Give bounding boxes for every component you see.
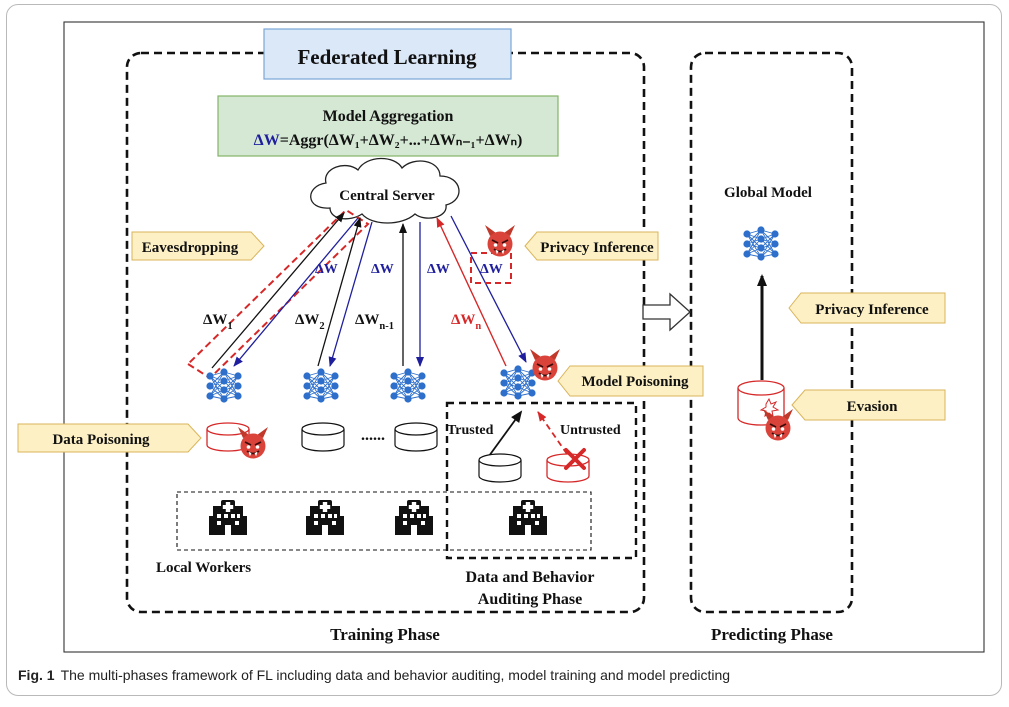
global-model-label: Global Model <box>724 185 812 201</box>
download-arrow-1 <box>233 217 359 367</box>
fl-title: Federated Learning <box>297 45 477 69</box>
dwn-label: ΔWn <box>451 312 481 332</box>
formula-rhs: =Aggr(ΔW₁+ΔW₂+...+ΔWₙ₋₁+ΔWₙ) <box>280 132 523 149</box>
devil-model-poisoning-icon <box>529 348 561 382</box>
neural-network-icon-2 <box>302 367 340 404</box>
neural-network-icon-1 <box>205 367 243 404</box>
privacy-inference-predict-tag-shape <box>788 292 946 324</box>
dw2-label: ΔW2 <box>295 312 325 332</box>
outer-border-box <box>63 21 985 653</box>
evasion-tag: Evasion <box>847 399 899 415</box>
caption-text: The multi-phases framework of FL includi… <box>60 667 731 683</box>
hospital-icon-3 <box>395 500 433 535</box>
devil-privacy-train-icon <box>484 224 516 258</box>
hospital-icon-4 <box>509 500 547 535</box>
upload-arrow-n <box>436 217 507 367</box>
dw-label-down-2: ΔW <box>371 262 394 277</box>
dw-label-down-4: ΔW <box>480 262 503 277</box>
trusted-arrow <box>488 410 523 457</box>
formula-delta-w: ΔW <box>254 132 280 149</box>
reject-cross-icon <box>564 448 586 470</box>
upload-arrow-2 <box>317 217 362 367</box>
neural-network-icon-4 <box>499 364 537 401</box>
database-icon-2 <box>301 422 345 452</box>
predicting-phase-box <box>689 51 854 614</box>
model-poisoning-tag-shape <box>557 365 704 397</box>
dw-label-down-3: ΔW <box>427 262 450 277</box>
data-poisoning-tag-shape <box>17 423 202 453</box>
aggregation-formula: ΔW=Aggr(ΔW₁+ΔW₂+...+ΔWₙ₋₁+ΔWₙ) <box>254 132 523 149</box>
ellipsis: ...... <box>361 427 385 444</box>
auditing-phase-label-2: Auditing Phase <box>478 591 582 608</box>
hospital-icon-2 <box>306 500 344 535</box>
model-poisoning-tag: Model Poisoning <box>581 374 689 390</box>
aggregation-title: Model Aggregation <box>323 108 454 125</box>
auditing-phase-box <box>445 401 638 560</box>
trusted-label: Trusted <box>447 423 494 438</box>
figure-label: Fig. 1 <box>18 667 55 683</box>
privacy-inference-train-tag-shape <box>524 231 659 261</box>
download-arrow-2 <box>328 221 373 367</box>
aggregation-box <box>217 95 559 157</box>
untrusted-arrow <box>537 411 568 455</box>
local-workers-box <box>176 491 592 551</box>
hospital-icon-1 <box>209 500 247 535</box>
local-workers-label: Local Workers <box>156 560 251 576</box>
training-phase-box <box>125 51 646 614</box>
trusted-database-icon <box>478 453 522 483</box>
evasion-tag-shape <box>791 389 946 421</box>
data-poisoning-tag: Data Poisoning <box>52 432 150 448</box>
central-server-label: Central Server <box>339 188 435 204</box>
phase-transition-arrow <box>642 292 691 332</box>
dwn1-label: ΔWn-1 <box>355 312 394 332</box>
dw1-label: ΔW1 <box>203 312 233 332</box>
auditing-phase-label-1: Data and Behavior <box>466 569 595 586</box>
dw-label-down-1: ΔW <box>315 262 338 277</box>
eavesdropping-capture-box <box>186 208 370 380</box>
privacy-inference-predict-tag: Privacy Inference <box>815 302 929 318</box>
training-phase-label: Training Phase <box>330 625 440 644</box>
privacy-inference-train-tag: Privacy Inference <box>540 240 654 256</box>
predicting-phase-label: Predicting Phase <box>711 625 833 644</box>
eavesdropping-tag-shape <box>131 231 265 261</box>
download-arrow-n <box>450 215 527 363</box>
eavesdropping-tag: Eavesdropping <box>142 240 239 256</box>
database-icon-3 <box>394 422 438 452</box>
cloud-icon <box>310 157 460 224</box>
privacy-capture-box <box>470 252 512 284</box>
figure-caption: Fig. 1 The multi-phases framework of FL i… <box>18 667 730 683</box>
devil-data-poisoning-icon <box>237 426 269 460</box>
untrusted-label: Untrusted <box>560 423 621 438</box>
neural-network-icon-3 <box>389 367 427 404</box>
upload-arrow-1 <box>211 212 345 369</box>
fl-title-box <box>263 28 512 80</box>
global-model-network-icon <box>742 225 780 262</box>
